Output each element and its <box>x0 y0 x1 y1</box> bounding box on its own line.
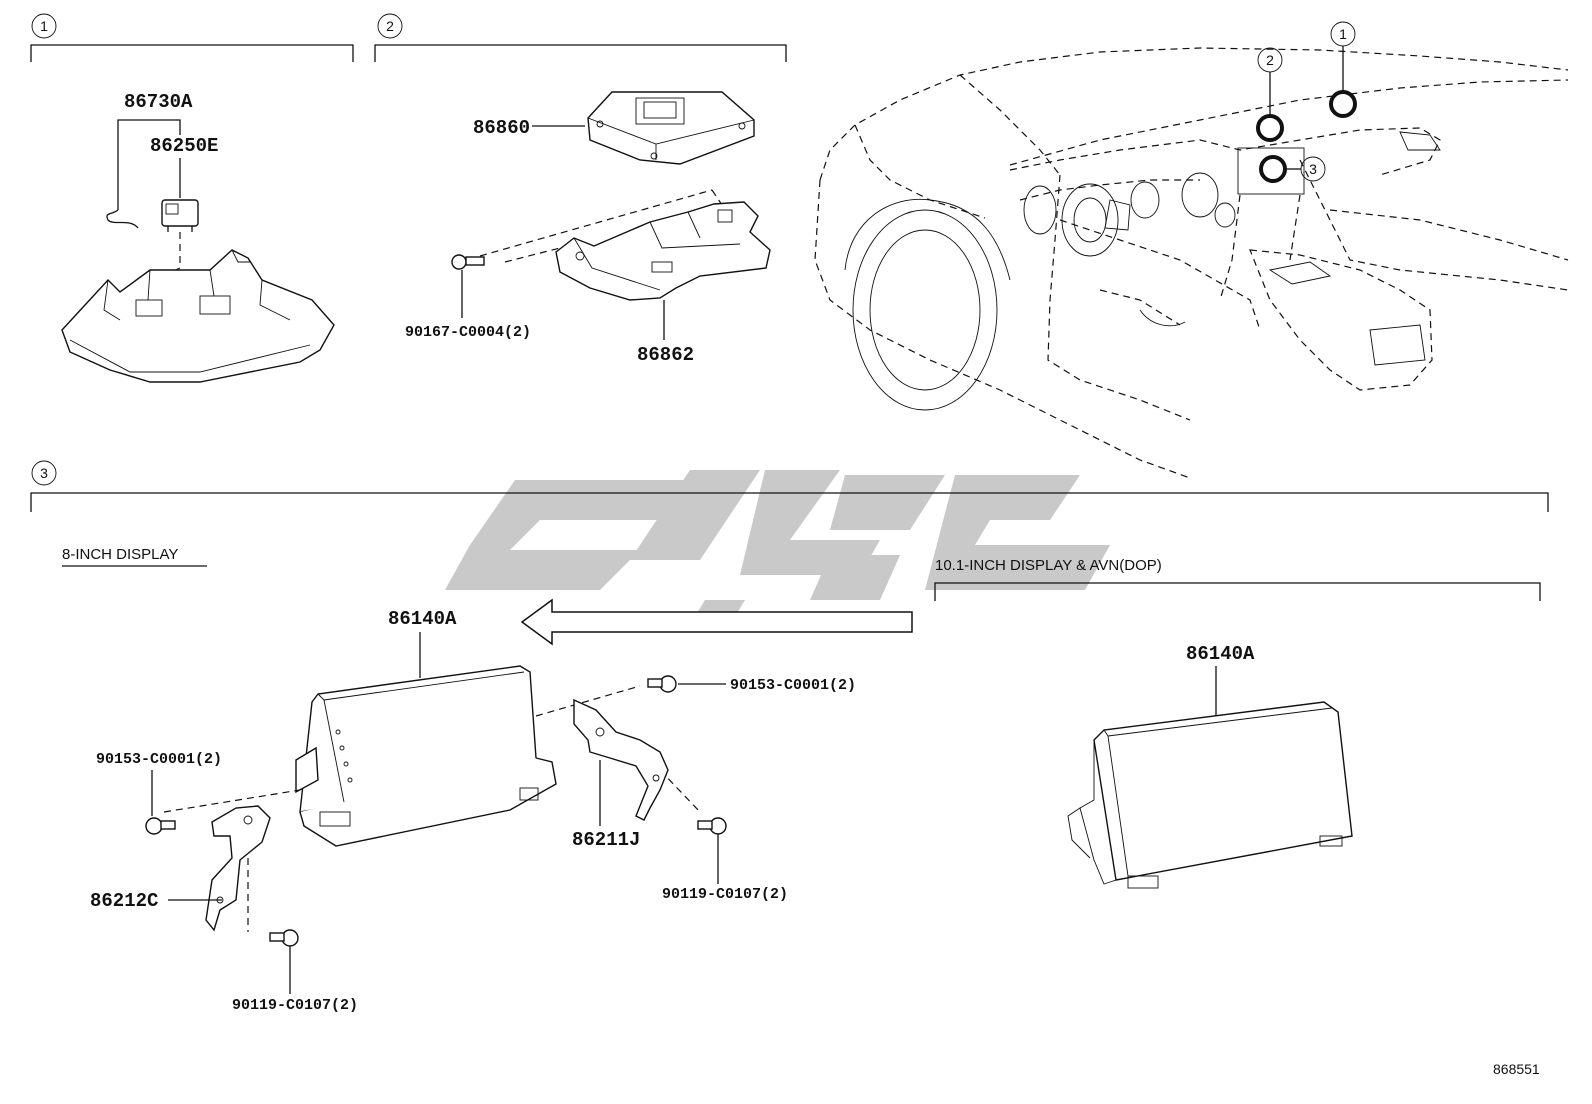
equivalence-arrow <box>520 598 913 646</box>
overhead-console <box>61 249 335 383</box>
part-86862-label: 86862 <box>637 344 694 366</box>
callout-3-number: 3 <box>1309 161 1317 177</box>
callout-2-number: 2 <box>1266 52 1274 68</box>
screw-90153-left <box>145 817 176 835</box>
section-2-assembly: 86860 90167-C0004(2) <box>405 91 771 366</box>
display-unit-10-inch <box>1067 701 1353 889</box>
screw-90153-right <box>647 675 677 693</box>
diagram-id: 868551 <box>1493 1061 1540 1077</box>
bracket-86211J <box>573 698 669 821</box>
center-display <box>1237 147 1305 195</box>
section-1-header: 1 <box>30 13 354 62</box>
section-2-number: 2 <box>386 18 394 34</box>
bracket-86212C <box>205 805 271 932</box>
part-90167-label: 90167-C0004(2) <box>405 324 531 341</box>
steering-wheel <box>1061 183 1119 257</box>
part-86730A-label: 86730A <box>124 91 193 113</box>
callout-1: 1 <box>1329 21 1357 118</box>
screw-90119-left <box>269 929 299 947</box>
part-90119-right-label: 90119-C0107(2) <box>662 886 788 903</box>
section-2-header: 2 <box>374 13 787 62</box>
part-86211J-label: 86211J <box>572 829 640 851</box>
wire-harness <box>106 209 139 229</box>
ecu-module <box>587 91 755 165</box>
display-unit-8-inch <box>295 665 557 847</box>
caption-10-inch-display: 10.1-INCH DISPLAY & AVN(DOP) <box>935 557 1162 574</box>
section-1-assembly: 86730A 86250E <box>61 91 335 383</box>
part-86860-label: 86860 <box>473 117 530 139</box>
part-90153-left-label: 90153-C0001(2) <box>96 751 222 768</box>
callout-1-number: 1 <box>1339 26 1347 42</box>
part-90153-right-label: 90153-C0001(2) <box>730 677 856 694</box>
instrument-cluster <box>1181 172 1219 218</box>
display-10-inch-assembly: 86140A <box>1067 643 1353 889</box>
part-86212C-label: 86212C <box>90 890 158 912</box>
vehicle-interior-view: 1 2 3 <box>814 21 1569 479</box>
part-90119-left-label: 90119-C0107(2) <box>232 997 358 1014</box>
ecu-bracket <box>555 201 771 301</box>
part-86250E-label: 86250E <box>150 135 218 157</box>
section-3-number: 3 <box>40 465 48 481</box>
screw-90119-right <box>697 817 727 835</box>
callout-2: 2 <box>1256 47 1284 142</box>
part-86140A-left-label: 86140A <box>388 608 457 630</box>
front-wheel <box>844 198 1011 411</box>
display-8-inch-assembly: 86140A <box>90 608 856 1014</box>
bulb-socket <box>161 199 199 232</box>
caption-8-inch-display: 8-INCH DISPLAY <box>62 546 178 563</box>
callout-3: 3 <box>1259 155 1326 183</box>
part-86140A-right-label: 86140A <box>1186 643 1255 665</box>
section-3-header: 3 <box>30 460 1549 512</box>
section-1-number: 1 <box>40 18 48 34</box>
watermark-logo <box>445 470 1110 625</box>
screw-90167 <box>451 254 485 270</box>
